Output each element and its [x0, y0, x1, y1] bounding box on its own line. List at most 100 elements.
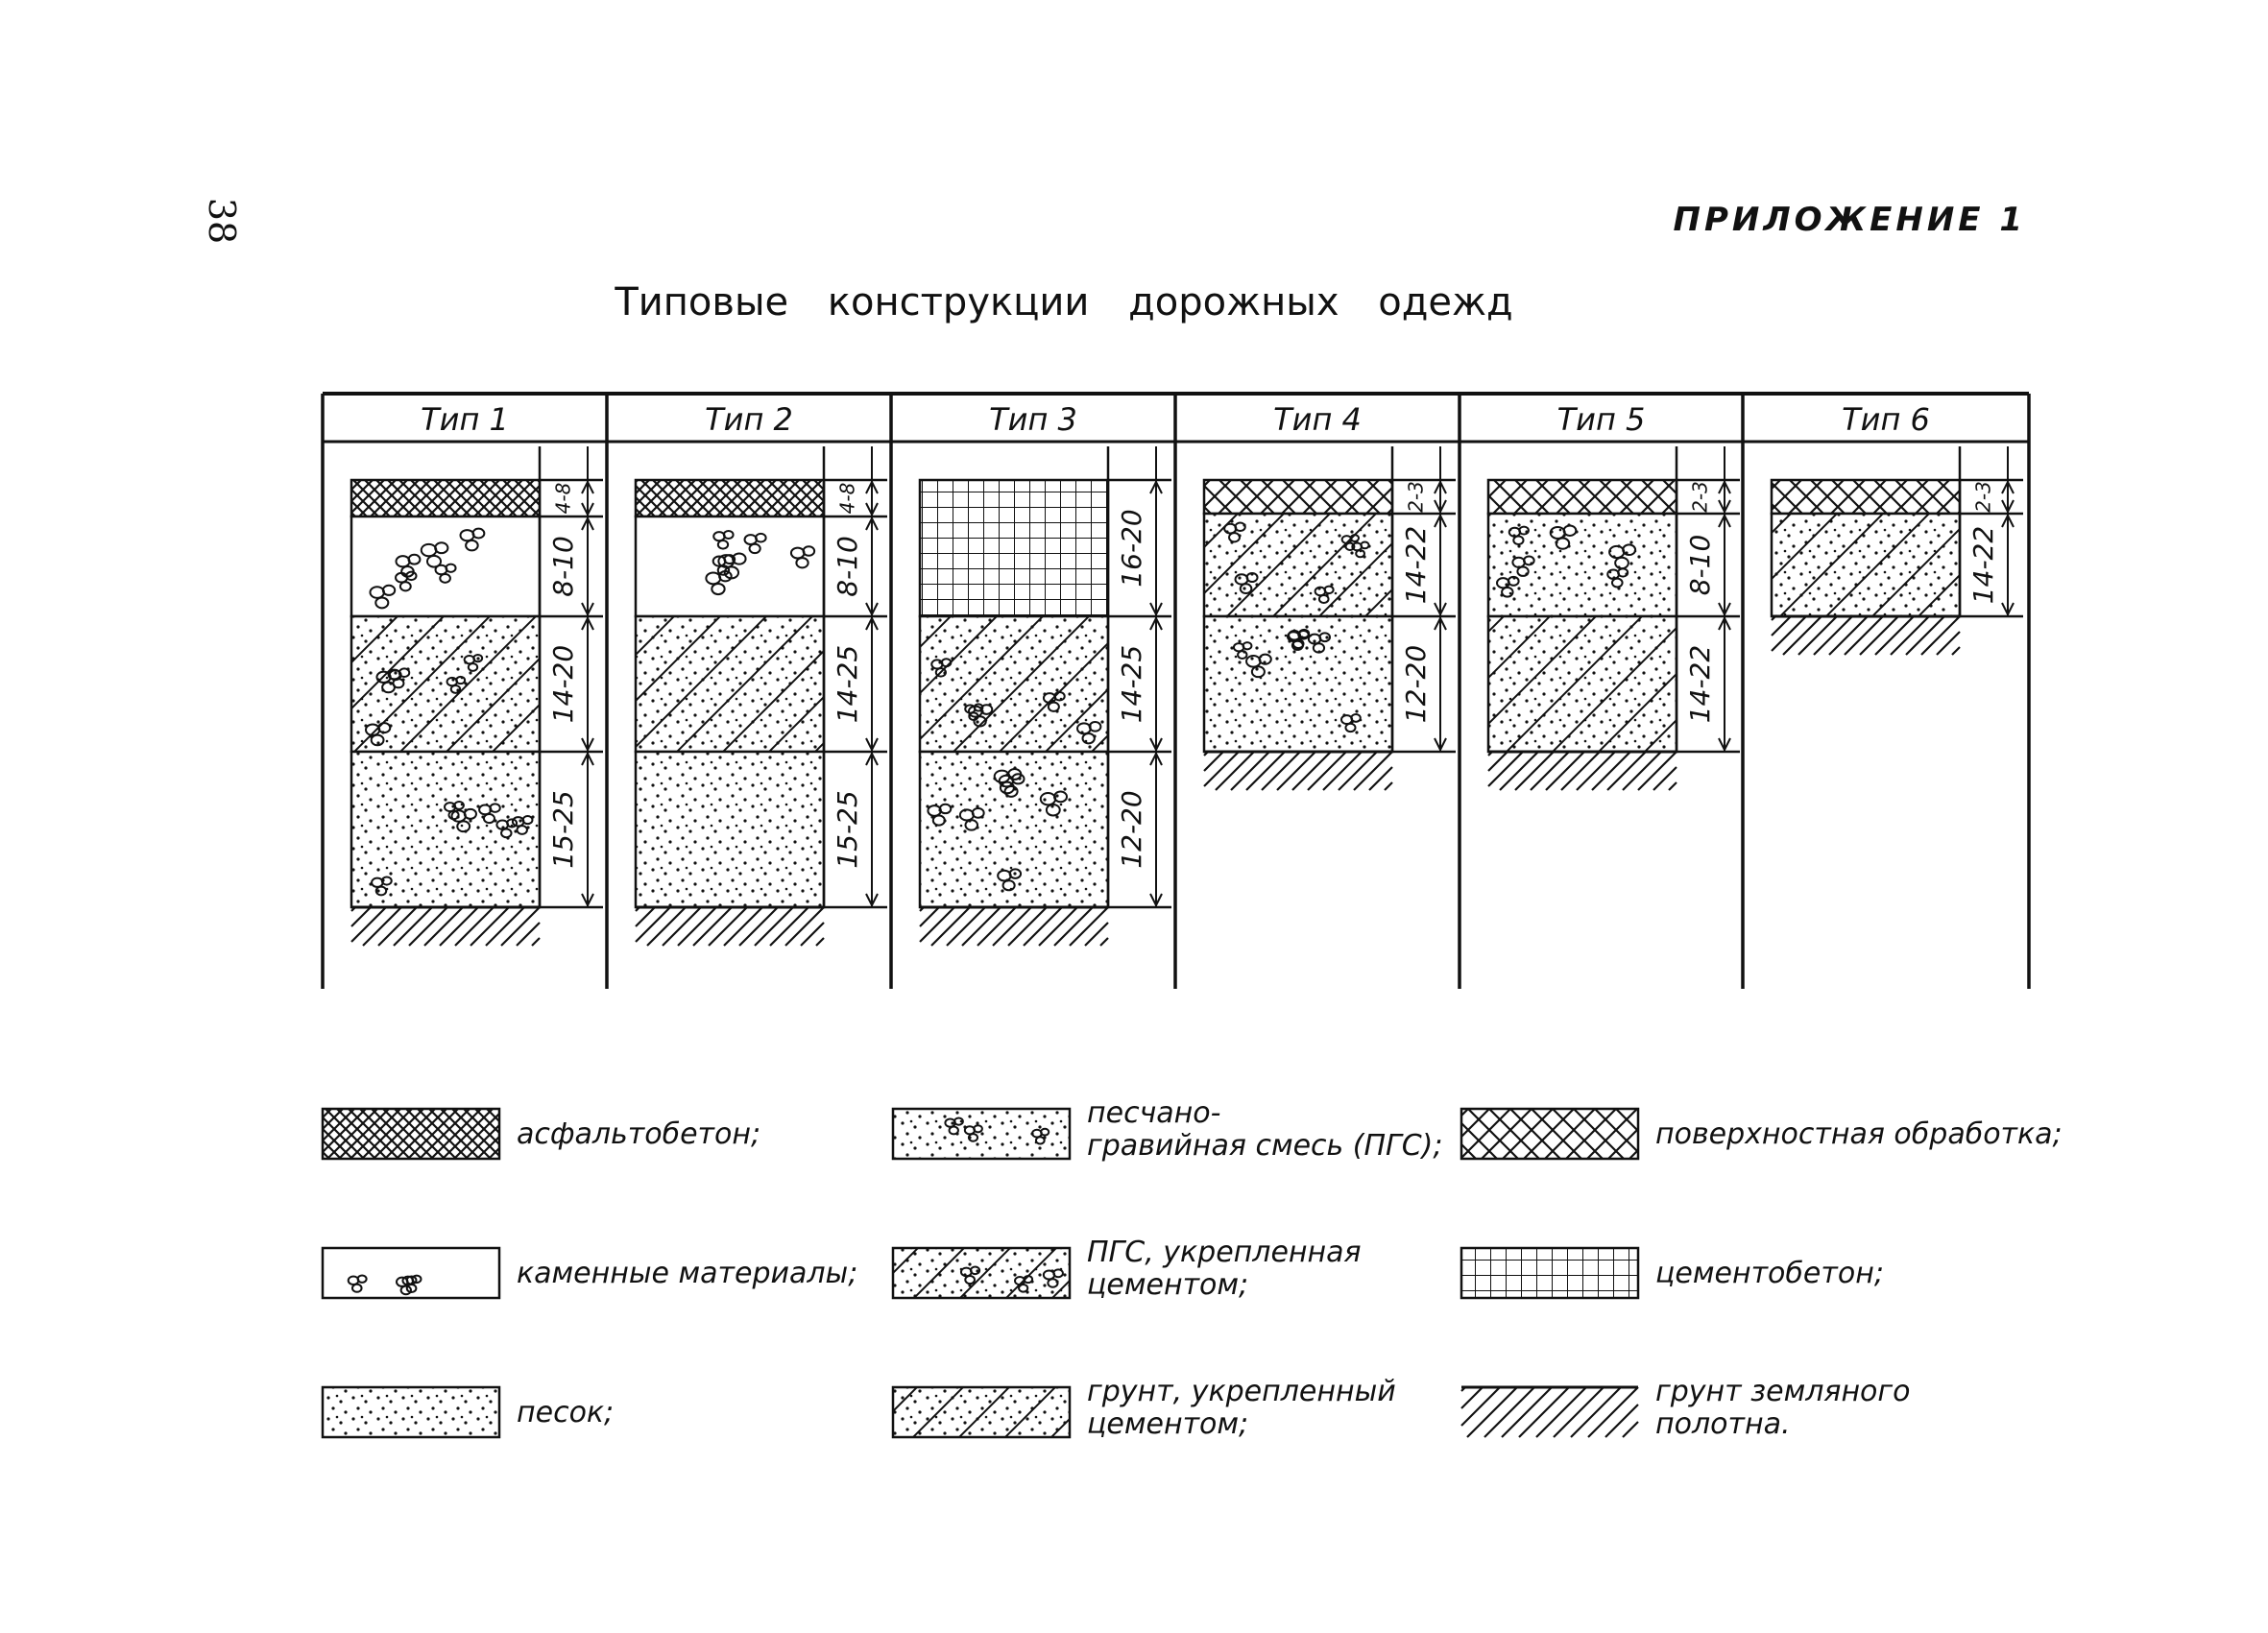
pebble — [456, 820, 471, 833]
layer-outline — [891, 1107, 1072, 1161]
layer-stone — [634, 515, 826, 618]
pgs-fill — [920, 752, 1108, 907]
layer-outline — [321, 1385, 501, 1439]
subgrade-hatch-line — [635, 906, 656, 927]
subgrade-hatch-line — [1514, 751, 1555, 791]
subgrade-hatch-line — [1460, 1386, 1501, 1427]
layer-pgs_cement — [1202, 512, 1394, 618]
subgrade-hatch-line — [1053, 906, 1094, 947]
pebble — [716, 564, 731, 576]
pebble — [1501, 587, 1514, 598]
legend-label: каменные материалы; — [517, 1257, 857, 1290]
pebble — [1052, 790, 1069, 804]
pebble-cluster — [395, 570, 418, 592]
pebble — [1350, 713, 1362, 723]
pebble — [732, 552, 747, 565]
pebble — [1291, 639, 1304, 651]
pebble-cluster — [511, 815, 534, 835]
pebble — [722, 529, 735, 540]
subgrade-hatch-line — [1203, 751, 1224, 772]
pebble — [1237, 650, 1248, 660]
pebble — [723, 565, 740, 580]
arrow-head-down — [865, 893, 879, 908]
pebble — [1228, 532, 1241, 543]
legend-label-line-2: цементом; — [1087, 1268, 1248, 1302]
layer-thickness-label: 15-25 — [547, 790, 579, 868]
subgrade-hatch-line — [1936, 631, 1961, 656]
pebble-cluster — [450, 807, 477, 833]
pebble — [1507, 575, 1520, 587]
layer-surface — [1202, 478, 1394, 516]
pebble — [1047, 701, 1060, 712]
pebble — [439, 572, 451, 584]
pebble — [1323, 585, 1335, 595]
subgrade-hatch-line — [350, 906, 356, 912]
arrow-head-down — [865, 602, 879, 617]
subgrade-hatch-line — [1798, 615, 1838, 656]
pebble-cluster — [998, 773, 1025, 798]
subgrade-hatch-line — [1484, 1386, 1535, 1438]
subgrade-hatch-line — [1874, 615, 1915, 656]
layer-thickness-label: 14-22 — [1967, 526, 1999, 604]
pebble — [802, 545, 816, 557]
type-header-label: Тип 5 — [1557, 401, 1646, 438]
subgrade-hatch-line — [1553, 1386, 1604, 1438]
subgrade-hatch-line — [1828, 615, 1869, 656]
pebble — [449, 684, 462, 694]
soil-cement-hatch — [1488, 616, 1677, 752]
subgrade-hatch-line — [1501, 1386, 1553, 1438]
pebble — [755, 532, 767, 543]
legend-item-stone: каменные материалы; — [321, 1246, 857, 1300]
layer-pgs — [1202, 614, 1394, 754]
pebble-cluster — [1339, 713, 1362, 733]
subgrade-hatch-line — [1622, 751, 1662, 791]
arrow-head-down — [1149, 737, 1163, 753]
pebble-cluster — [712, 529, 735, 550]
layer-surface — [1770, 478, 1962, 516]
legend-label: поверхностная обработка; — [1655, 1117, 2063, 1151]
arrow-head-up — [581, 751, 594, 766]
arrow-head-up — [1149, 615, 1163, 631]
subgrade-hatch-line — [1245, 751, 1286, 791]
pebble — [453, 801, 465, 810]
layer-soil_cement — [634, 614, 826, 754]
pgs-fill — [1488, 514, 1677, 616]
pebble — [350, 1283, 363, 1293]
layer-outline — [321, 1246, 501, 1300]
layer-cement_concrete — [918, 478, 1110, 618]
arrow-head-up — [1434, 513, 1447, 528]
arrow-head-up — [2001, 479, 2015, 494]
layer-thickness-label: 2-3 — [1405, 481, 1428, 513]
arrow-head-down — [2001, 499, 2015, 515]
subgrade-hatch-line — [531, 937, 541, 947]
surface-treatment-fill — [1772, 480, 1960, 514]
pebble — [931, 814, 946, 827]
pebble — [1011, 773, 1025, 785]
pebble-cluster — [371, 876, 393, 897]
legend-label-line-2: гравийная смесь (ПГС); — [1087, 1129, 1442, 1163]
legend-item-asphalt: асфальтобетон; — [321, 1107, 760, 1161]
layer-thickness-label: 12-20 — [1400, 645, 1432, 723]
page-number: 38 — [201, 198, 243, 244]
layer-sand — [634, 750, 826, 909]
pebble — [370, 733, 385, 747]
pebble — [471, 527, 486, 540]
type-header-label: Тип 2 — [705, 401, 793, 438]
pebble-cluster — [1031, 1127, 1050, 1145]
pgs-fill — [893, 1109, 1070, 1159]
arrow-head-down — [1434, 602, 1447, 617]
layer-surface — [1486, 478, 1678, 516]
pebble-cluster — [958, 806, 985, 831]
pebble — [381, 584, 397, 596]
arrow-head-up — [581, 615, 594, 631]
surface-treatment-fill — [1488, 480, 1677, 514]
pebble — [1318, 632, 1332, 643]
subgrade-hatch-line — [377, 906, 418, 947]
subgrade-hatch-line — [769, 906, 809, 947]
soil-cement-hatch — [893, 1387, 1070, 1437]
pebble — [1617, 567, 1629, 578]
pebble — [1034, 1136, 1046, 1145]
